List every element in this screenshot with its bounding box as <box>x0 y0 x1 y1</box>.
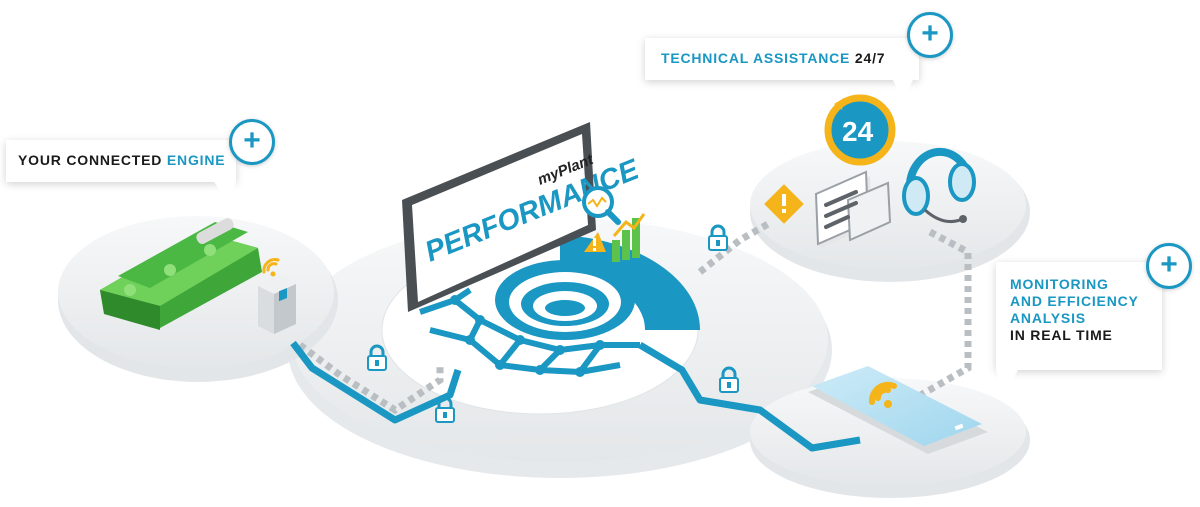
callout-monitor-text: MONITORING AND EFFICIENCY ANALYSIS IN RE… <box>1010 276 1139 344</box>
wifi-icon <box>262 258 280 277</box>
wifi-icon <box>868 381 897 408</box>
callout-engine-highlight: ENGINE <box>166 152 226 168</box>
lock-icon <box>435 396 455 423</box>
callout-engine-text: YOUR CONNECTED ENGINE <box>18 152 225 169</box>
lock-icon <box>719 366 739 393</box>
badge-24-text: 24 <box>842 116 874 147</box>
warning-icon <box>584 232 606 252</box>
callout-technical-assistance: TECHNICAL ASSISTANCE 24/7 <box>645 38 919 100</box>
callout-monitor-line3: ANALYSIS <box>1010 310 1086 326</box>
plus-icon[interactable]: + <box>907 12 953 58</box>
blue-data-paths <box>290 340 861 452</box>
clock-24-icon: 24 <box>824 94 896 166</box>
engine-icon <box>100 218 262 330</box>
warning-icon <box>764 184 804 224</box>
callout-tech-label: 24/7 <box>850 50 886 66</box>
control-cabinet-icon <box>258 276 296 334</box>
headset-icon <box>902 147 976 224</box>
callout-monitoring: MONITORING AND EFFICIENCY ANALYSIS IN RE… <box>996 262 1162 396</box>
callout-monitor-line4: IN REAL TIME <box>1010 327 1113 343</box>
callout-tail <box>893 80 913 100</box>
callout-monitor-line2: AND EFFICIENCY <box>1010 293 1139 309</box>
callout-tail <box>996 370 1018 396</box>
lock-icon <box>367 344 387 371</box>
callout-connected-engine: YOUR CONNECTED ENGINE <box>6 140 236 204</box>
callout-tech-text: TECHNICAL ASSISTANCE 24/7 <box>661 50 885 67</box>
callout-tech-highlight: TECHNICAL ASSISTANCE <box>661 50 851 66</box>
lock-icons <box>367 224 739 423</box>
magnifier-icon <box>582 186 621 225</box>
phone-icon <box>808 366 988 454</box>
callout-tail <box>214 182 236 204</box>
performance-hub <box>419 235 701 377</box>
callout-engine-label: YOUR CONNECTED <box>18 152 167 168</box>
hub-blue-arc <box>560 235 701 330</box>
bar-chart-icon <box>612 213 646 262</box>
dashed-data-paths <box>297 220 972 415</box>
chat-icon <box>814 170 892 248</box>
lock-icon <box>708 224 728 251</box>
callout-monitor-line1: MONITORING <box>1010 276 1109 292</box>
plus-icon[interactable]: + <box>1146 243 1192 289</box>
plus-icon[interactable]: + <box>229 119 275 165</box>
